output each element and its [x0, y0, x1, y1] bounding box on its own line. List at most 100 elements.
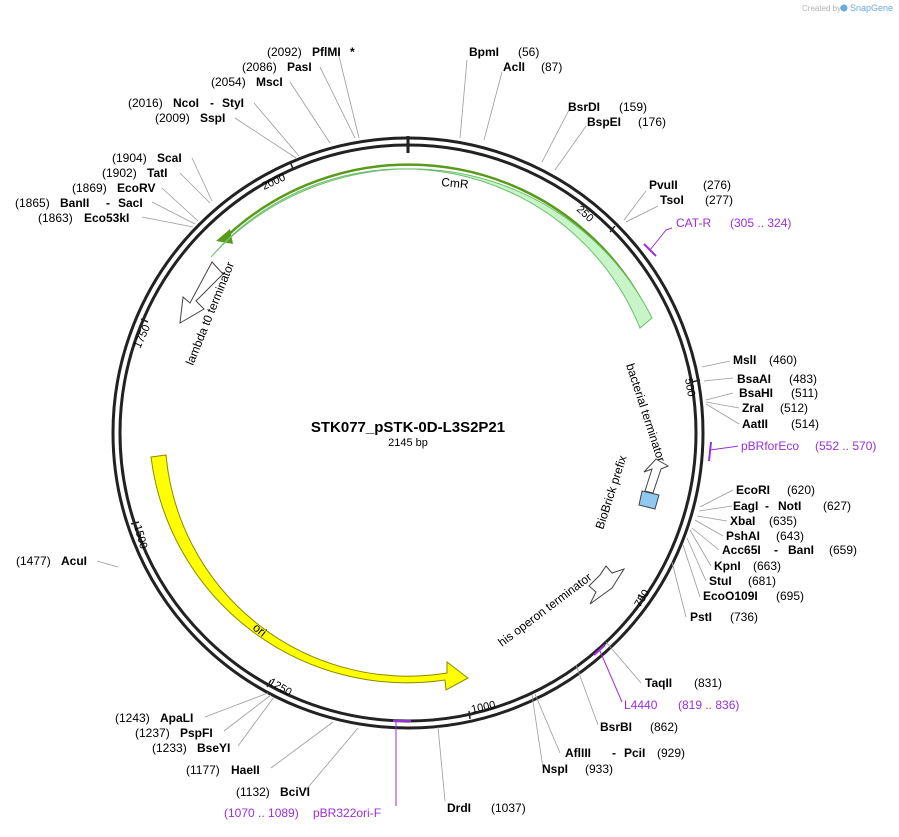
enzyme-site-bspei[interactable]: BspEI(176) [587, 115, 666, 129]
enzyme-site-eco53ki[interactable]: (1863) Eco53kI [38, 211, 129, 225]
svg-text:(159): (159) [619, 100, 647, 114]
svg-text:(736): (736) [730, 610, 758, 624]
svg-text:(56): (56) [518, 45, 539, 59]
svg-text:(1863): (1863) [38, 211, 73, 225]
svg-text:HaeII: HaeII [231, 763, 260, 777]
svg-text:(1869): (1869) [72, 181, 107, 195]
enzyme-site-msli[interactable]: MslI (460) [733, 353, 797, 367]
svg-text:TaqII: TaqII [645, 676, 672, 690]
primer-pbrforeco[interactable]: pBRforEco (552 .. 570) [708, 439, 876, 462]
enzyme-site-ecoo109i[interactable]: EcoO109I(695) [703, 589, 804, 603]
svg-text:(87): (87) [541, 60, 562, 74]
svg-text:EcoO109I: EcoO109I [703, 589, 758, 603]
primer-pbr322ori-f[interactable]: (1070 .. 1089) pBR322ori-F [224, 720, 411, 820]
enzyme-site-tsoi[interactable]: TsoI(277) [660, 193, 733, 207]
svg-text:-: - [210, 96, 214, 110]
svg-text:CAT-R: CAT-R [676, 216, 711, 230]
enzyme-site-afliii-pcii[interactable]: AflIII- PciI(929) [565, 746, 685, 760]
bacterial-terminator-label: bacterial terminator [623, 362, 668, 464]
enzyme-site-pshai[interactable]: PshAI (643) [726, 529, 804, 543]
svg-text:AclI: AclI [503, 60, 525, 74]
svg-text:PvuII: PvuII [649, 178, 678, 192]
enzyme-site-xbai[interactable]: XbaI(635) [730, 514, 797, 528]
primer-l4440[interactable]: L4440 (819 .. 836) [593, 644, 739, 712]
svg-text:(627): (627) [823, 499, 851, 513]
svg-text:Eco53kI: Eco53kI [84, 211, 129, 225]
enzyme-site-aatii[interactable]: AatII(514) [742, 417, 819, 431]
svg-text:BsaAI: BsaAI [737, 372, 771, 386]
svg-text:(933): (933) [585, 762, 613, 776]
enzyme-site-eagi-noti[interactable]: EagI- NotI(627) [733, 499, 851, 513]
enzyme-site-banii-saci[interactable]: (1865)BanII- SacI [15, 196, 143, 210]
svg-text:BpmI: BpmI [469, 45, 499, 59]
svg-text:PspFI: PspFI [180, 726, 213, 740]
enzyme-site-ecori[interactable]: EcoRI(620) [736, 483, 815, 497]
enzyme-site-ecorv[interactable]: (1869) EcoRV [72, 181, 155, 195]
enzyme-site-haeii[interactable]: (1177)HaeII [186, 763, 260, 777]
svg-text:*: * [350, 45, 355, 59]
enzyme-site-bsaai[interactable]: BsaAI (483) [737, 372, 817, 386]
enzyme-site-drdi[interactable]: DrdI(1037) [447, 801, 526, 815]
enzyme-site-acc65i-bani[interactable]: Acc65I- BanI(659) [722, 543, 857, 557]
enzyme-site-pasi[interactable]: (2086)PasI [242, 60, 312, 74]
svg-text:(659): (659) [829, 543, 857, 557]
enzyme-site-bseyi[interactable]: (1233)BseYI [152, 741, 230, 755]
svg-text:BseYI: BseYI [197, 741, 230, 755]
tick-2000: 2000 [260, 160, 294, 193]
svg-text:(460): (460) [769, 353, 797, 367]
enzyme-site-pvuii[interactable]: PvuII (276) [649, 178, 731, 192]
svg-text:BanII: BanII [60, 196, 89, 210]
enzyme-site-acli[interactable]: AclI (87) [503, 60, 562, 74]
svg-text:-: - [774, 543, 778, 557]
enzyme-site-msci[interactable]: (2054) MscI [211, 75, 283, 89]
enzyme-site-bsrbi[interactable]: BsrBI(862) [600, 720, 678, 734]
svg-text:(831): (831) [694, 676, 722, 690]
svg-text:pBRforEco: pBRforEco [741, 439, 799, 453]
bacterial-terminator-arrow [643, 458, 670, 494]
enzyme-site-bsrdi[interactable]: BsrDI(159) [568, 100, 647, 114]
primer-cat-r[interactable]: CAT-R (305 .. 324) [643, 216, 791, 257]
enzyme-site-tati[interactable]: (1902)TatI [102, 166, 167, 180]
svg-text:L4440: L4440 [624, 698, 658, 712]
svg-text:MslI: MslI [733, 353, 756, 367]
enzyme-site-bpmi[interactable]: BpmI (56) [469, 45, 539, 59]
svg-text:1750: 1750 [132, 323, 153, 350]
svg-text:SacI: SacI [118, 196, 143, 210]
svg-text:(663): (663) [753, 559, 781, 573]
svg-text:PflMI: PflMI [312, 45, 341, 59]
plasmid-name: STK077_pSTK-0D-L3S2P21 [311, 419, 505, 436]
svg-text:(2054): (2054) [211, 75, 246, 89]
tick-1000: 1000 [468, 699, 497, 720]
enzyme-site-nspi[interactable]: NspI(933) [542, 762, 613, 776]
svg-text:PshAI: PshAI [726, 529, 760, 543]
enzyme-site-sspi[interactable]: (2009)SspI [155, 111, 225, 125]
enzyme-site-zrai[interactable]: ZraI(512) [742, 401, 808, 415]
enzyme-site-taqii[interactable]: TaqII (831) [645, 676, 722, 690]
svg-text:MscI: MscI [256, 75, 283, 89]
svg-text:BanI: BanI [788, 543, 814, 557]
enzyme-site-apali[interactable]: (1243)ApaLI [115, 711, 193, 725]
enzyme-site-ncoi-styi[interactable]: (2016)NcoI- StyI [128, 96, 244, 110]
cmr-edge-arrowhead [216, 229, 233, 244]
svg-text:(643): (643) [776, 529, 804, 543]
enzyme-site-pspfi[interactable]: (1237)PspFI [135, 726, 213, 740]
enzyme-site-kpni[interactable]: KpnI(663) [714, 559, 781, 573]
enzyme-site-bsahi[interactable]: BsaHI(511) [739, 386, 818, 400]
svg-text:(276): (276) [703, 178, 731, 192]
svg-text:(1243): (1243) [115, 711, 150, 725]
svg-text:(681): (681) [748, 574, 776, 588]
enzyme-site-bcivi[interactable]: (1132)BciVI [236, 785, 310, 799]
svg-text:TatI: TatI [147, 166, 167, 180]
enzyme-site-pflmi[interactable]: (2092)PflMI* [267, 45, 355, 59]
credit-text: Created by [802, 4, 841, 13]
enzyme-site-acui[interactable]: (1477)AcuI [16, 554, 87, 568]
svg-text:AcuI: AcuI [61, 554, 87, 568]
enzyme-site-stui[interactable]: StuI(681) [709, 574, 776, 588]
svg-text:EcoRV: EcoRV [117, 181, 155, 195]
svg-text:(483): (483) [789, 372, 817, 386]
enzyme-site-scai[interactable]: (1904)ScaI [112, 151, 182, 165]
svg-text:NotI: NotI [778, 499, 801, 513]
enzyme-site-psti[interactable]: PstI(736) [690, 610, 758, 624]
svg-text:(862): (862) [650, 720, 678, 734]
